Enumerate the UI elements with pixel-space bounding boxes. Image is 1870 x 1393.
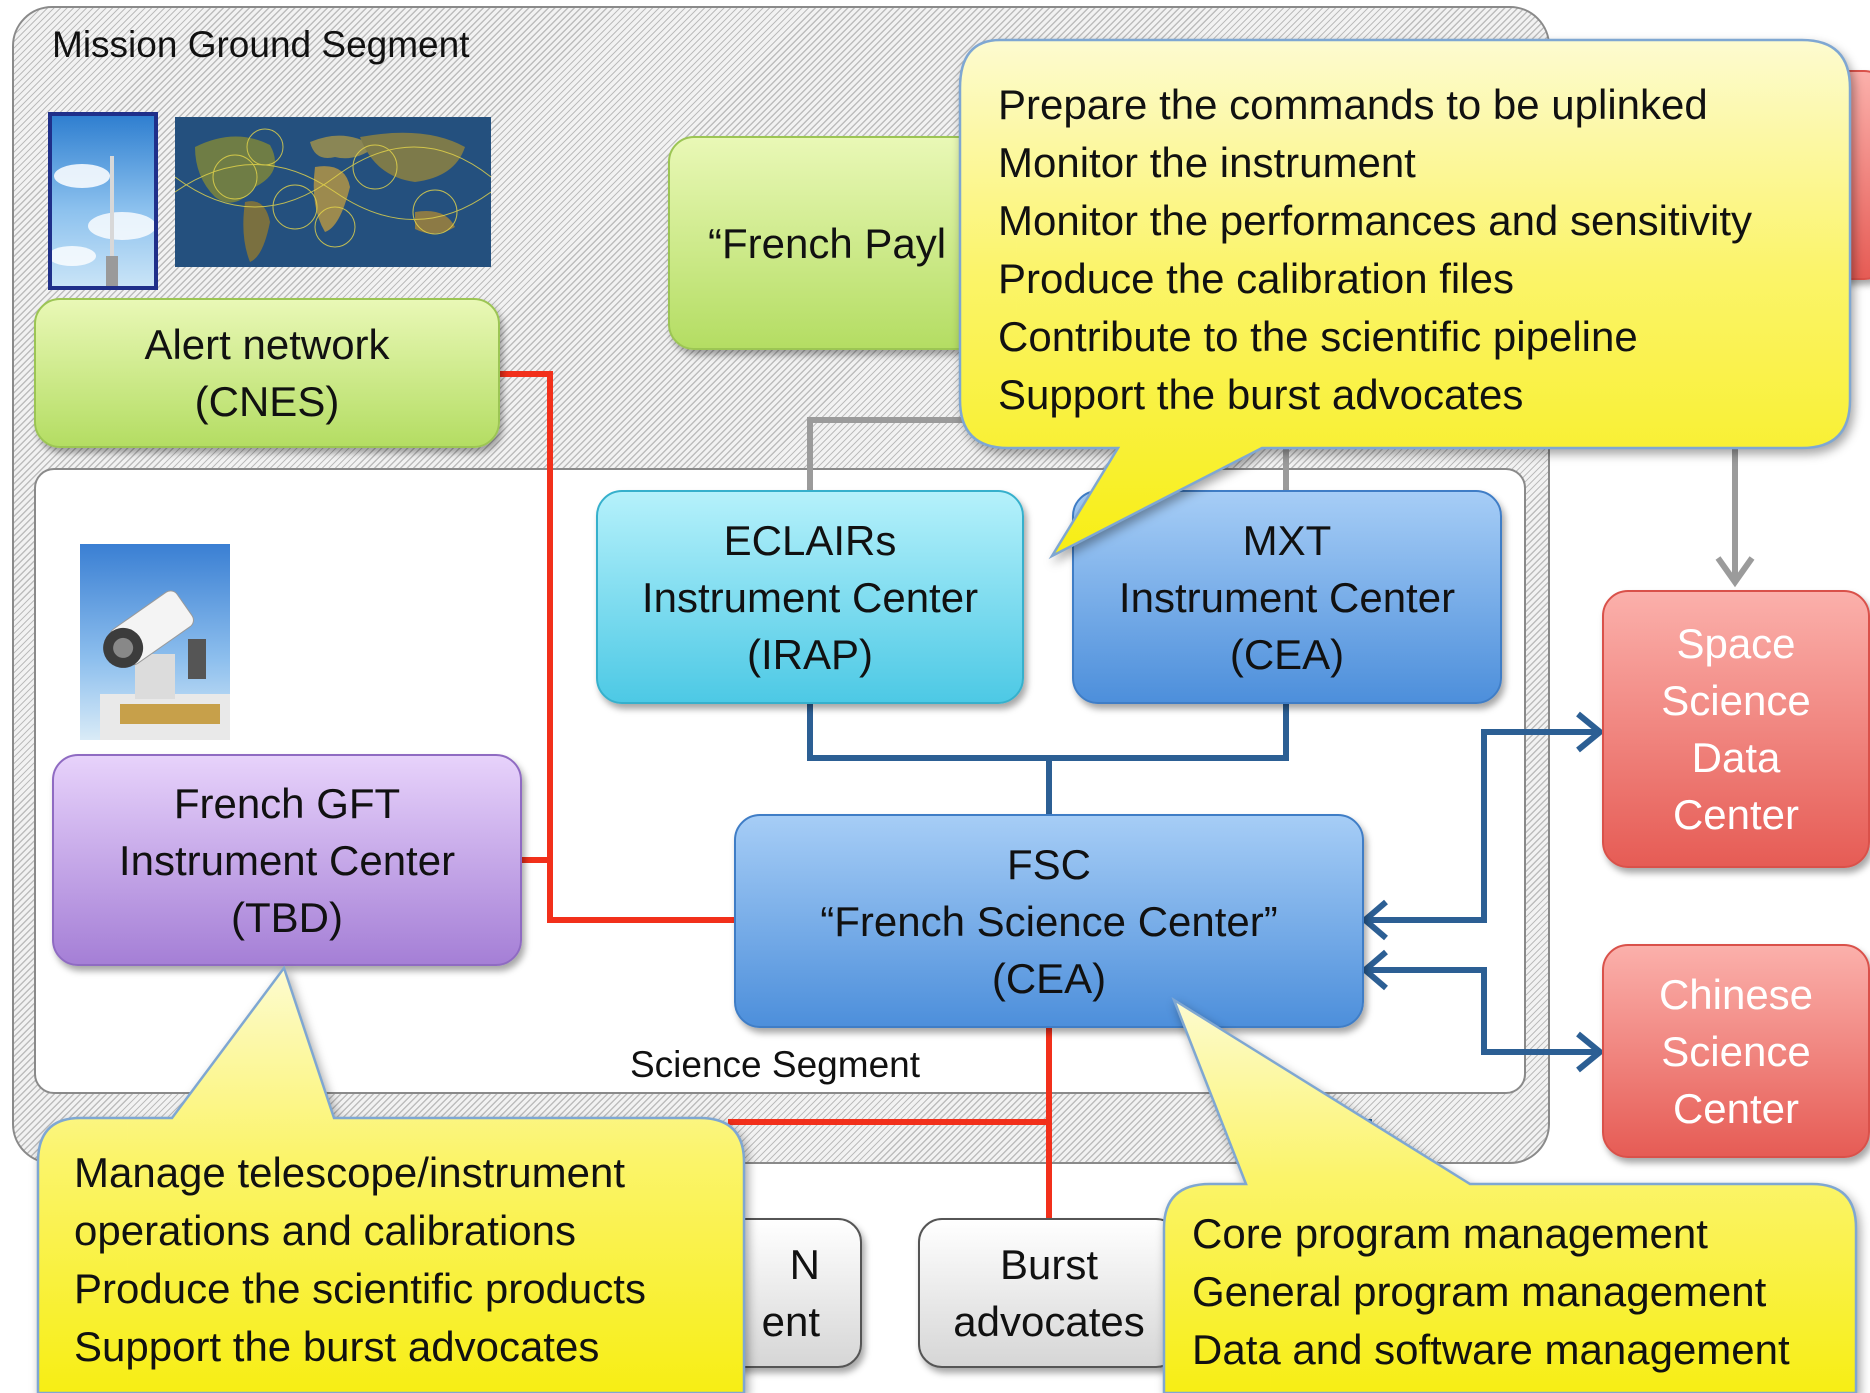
space-science-line-1: Space xyxy=(1676,620,1796,667)
mxt-instrument-center-box: MXT Instrument Center (CEA) xyxy=(1072,490,1502,704)
red-link-alert-gft xyxy=(498,371,735,923)
gft-task-4: Support the burst advocates xyxy=(74,1323,600,1370)
eclairs-line-1: ECLAIRs xyxy=(723,516,897,564)
partial-gray-line-1: N xyxy=(789,1241,820,1288)
instrument-task-1: Prepare the commands to be uplinked xyxy=(998,81,1708,128)
gft-line-2: Instrument Center xyxy=(118,836,456,884)
instrument-task-4: Produce the calibration files xyxy=(998,255,1514,302)
chinese-science-line-2: Science xyxy=(1661,1027,1811,1075)
eclairs-line-2: Instrument Center xyxy=(641,573,979,621)
space-science-data-center-box: Space Science Data Center xyxy=(1602,590,1870,868)
gft-task-3: Produce the scientific products xyxy=(74,1265,646,1312)
callout-instrument-tasks: Prepare the commands to be uplinked Moni… xyxy=(998,76,1752,424)
gft-task-1: Manage telescope/instrument xyxy=(74,1149,625,1196)
burst-advocates-line-1: Burst xyxy=(999,1241,1099,1288)
chinese-science-line-3: Center xyxy=(1672,1084,1800,1132)
blue-arrowhead-space xyxy=(1576,711,1605,753)
gft-task-2: operations and calibrations xyxy=(74,1207,576,1254)
callout-gft-tasks: Manage telescope/instrument operations a… xyxy=(74,1144,646,1376)
fsc-task-3: Data and software management xyxy=(1192,1326,1790,1373)
blue-arrowhead-chinese xyxy=(1576,1031,1605,1073)
chinese-science-center-box: Chinese Science Center xyxy=(1602,944,1870,1158)
blue-link-space-science xyxy=(1365,729,1598,923)
mxt-line-1: MXT xyxy=(1242,516,1332,564)
alert-network-line-2: (CNES) xyxy=(194,378,340,425)
telescope-photo xyxy=(80,544,230,740)
alert-network-line-1: Alert network xyxy=(144,321,390,368)
instrument-task-2: Monitor the instrument xyxy=(998,139,1416,186)
fsc-task-1: Core program management xyxy=(1192,1210,1708,1257)
blue-link-chinese xyxy=(1365,967,1598,1055)
gft-line-1: French GFT xyxy=(173,779,401,827)
space-science-line-2: Science xyxy=(1661,677,1811,724)
callout-instrument-tasks-shape xyxy=(958,38,1852,560)
space-science-line-4: Center xyxy=(1672,791,1800,838)
world-map-photo xyxy=(175,117,491,267)
fsc-box: FSC “French Science Center” (CEA) xyxy=(734,814,1364,1028)
fsc-line-2: “French Science Center” xyxy=(820,897,1278,945)
fsc-line-1: FSC xyxy=(1007,840,1091,888)
space-science-line-3: Data xyxy=(1691,734,1781,781)
callout-fsc-tasks: Core program management General program … xyxy=(1192,1205,1790,1379)
callout-gft-tasks-shape xyxy=(36,965,746,1393)
gft-line-3: (TBD) xyxy=(231,893,343,941)
mxt-line-3: (CEA) xyxy=(1229,630,1345,678)
gft-instrument-center-box: French GFT Instrument Center (TBD) xyxy=(52,754,522,966)
french-payload-label: “French Payl xyxy=(708,219,947,267)
mission-ground-segment-label: Mission Ground Segment xyxy=(52,24,470,65)
instrument-task-6: Support the burst advocates xyxy=(998,371,1524,418)
eclairs-line-3: (IRAP) xyxy=(747,630,873,678)
gray-arrowhead xyxy=(1715,556,1755,588)
chinese-science-line-1: Chinese xyxy=(1658,970,1814,1018)
blue-arrowhead-fsc-top xyxy=(1360,899,1388,941)
science-segment-label: Science Segment xyxy=(630,1044,921,1085)
callout-fsc-tasks-shape xyxy=(1162,996,1858,1393)
fsc-task-2: General program management xyxy=(1192,1268,1767,1315)
alert-network-box: Alert network (CNES) xyxy=(34,298,500,448)
antenna-photo xyxy=(48,112,158,290)
blue-arrowhead-fsc-bottom xyxy=(1360,949,1388,991)
partial-gray-line-2: ent xyxy=(761,1298,820,1345)
burst-advocates-line-2: advocates xyxy=(953,1298,1145,1345)
eclairs-instrument-center-box: ECLAIRs Instrument Center (IRAP) xyxy=(596,490,1024,704)
instrument-task-3: Monitor the performances and sensitivity xyxy=(998,197,1753,244)
mxt-line-2: Instrument Center xyxy=(1118,573,1456,621)
instrument-task-5: Contribute to the scientific pipeline xyxy=(998,313,1638,360)
fsc-line-3: (CEA) xyxy=(991,954,1107,1002)
gray-link-eclairs xyxy=(807,417,1000,492)
